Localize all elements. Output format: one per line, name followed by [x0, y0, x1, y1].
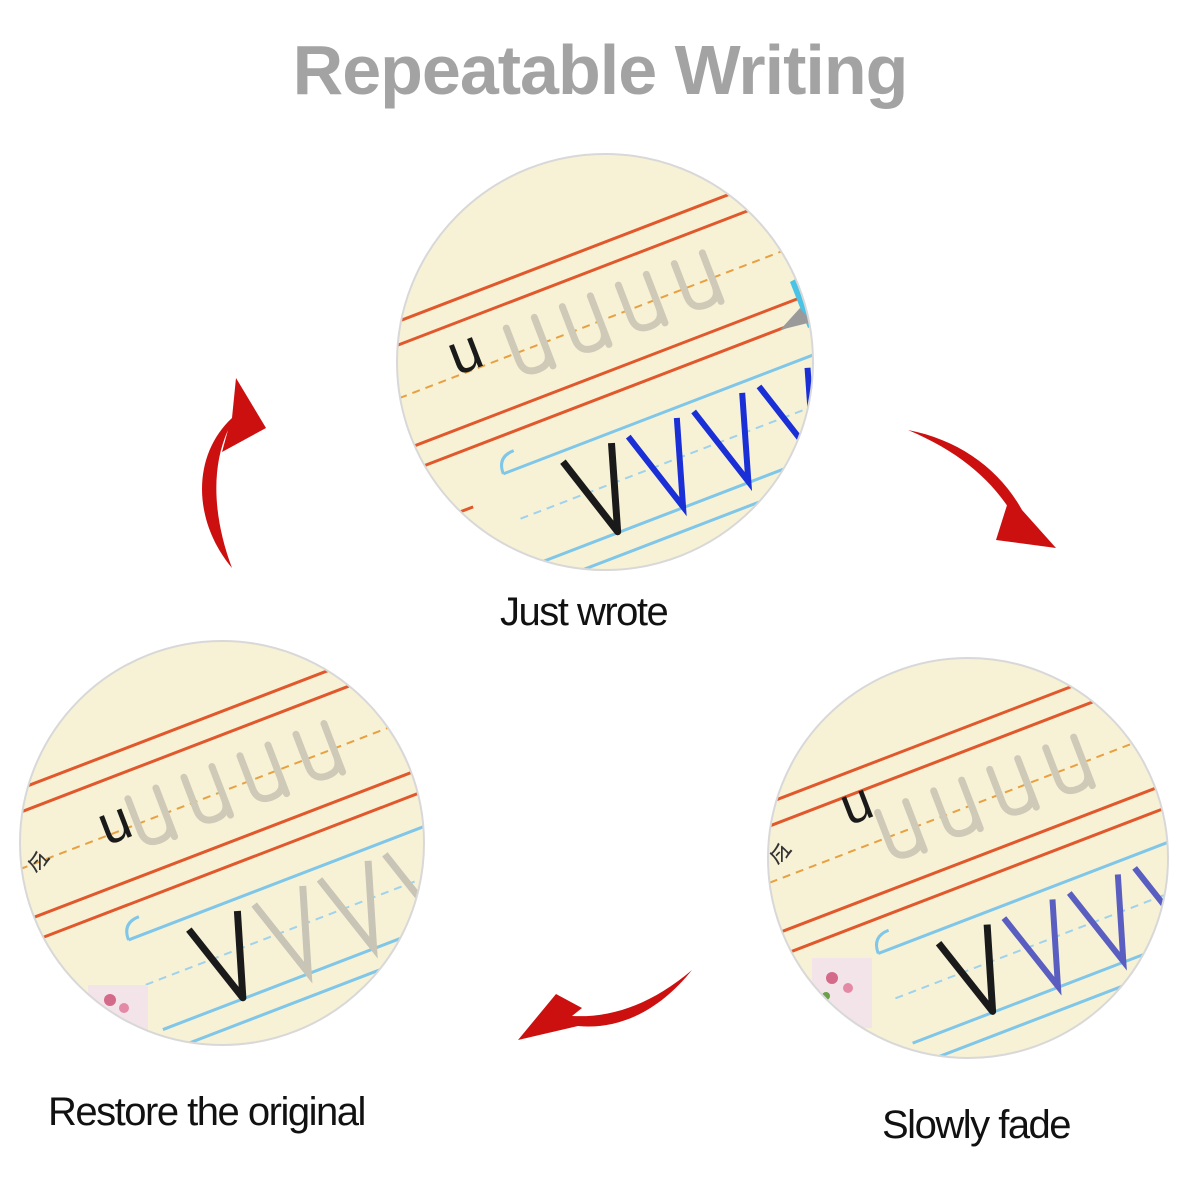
stage-restore-circle: 令 u — [19, 640, 425, 1046]
stage-left-traced-v-1 — [316, 860, 378, 959]
stage-right-traced-v-1 — [1066, 874, 1127, 971]
stage-top-traced-v-0 — [625, 417, 687, 517]
stage-just-wrote-circle: u — [396, 153, 814, 571]
arrow-restore-to-wrote — [202, 378, 266, 568]
stage-restore-side-char: 令 — [27, 850, 54, 874]
caption-just-wrote: Just wrote — [500, 590, 669, 634]
diagram-title: Repeatable Writing — [292, 31, 909, 109]
stage-fade-side-char: 令 — [769, 842, 796, 866]
stage-right-traced-v-2 — [1132, 849, 1168, 946]
stage-left-traced-v-0 — [251, 885, 313, 984]
stage-left-traced-v-2 — [382, 835, 424, 934]
stage-slowly-fade-circle: 令 u — [767, 657, 1169, 1059]
caption-restore-original: Restore the original — [48, 1090, 366, 1134]
stage-right-traced-v-0 — [1001, 899, 1062, 996]
caption-slowly-fade: Slowly fade — [882, 1103, 1072, 1147]
stage-top-traced-v-1 — [691, 392, 753, 492]
arrow-fade-to-restore — [518, 970, 692, 1040]
arrow-wrote-to-fade — [908, 430, 1056, 548]
